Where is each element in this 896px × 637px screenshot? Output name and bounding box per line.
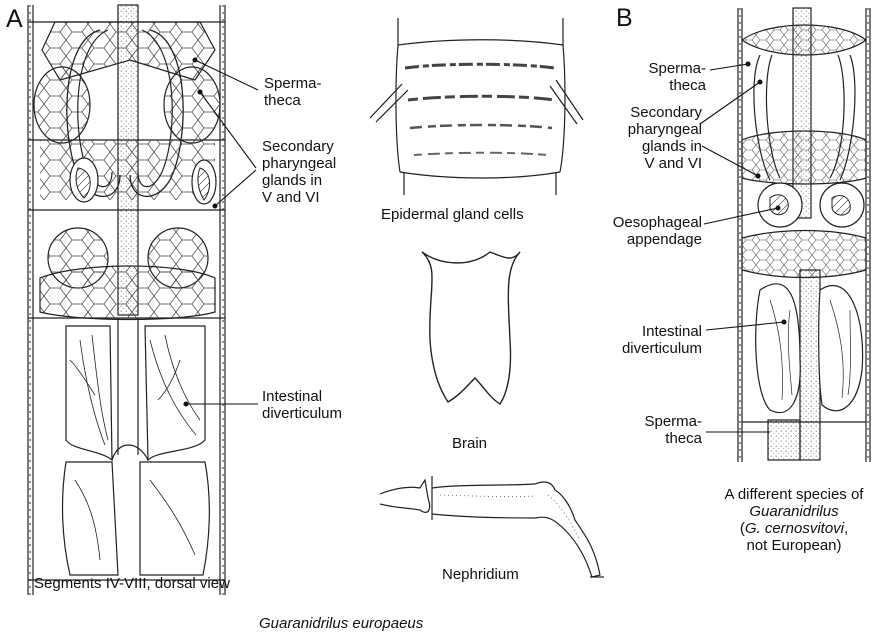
panel-b-spermatheca-top-label: Sperma- theca (634, 60, 706, 94)
label-line: pharyngeal (614, 121, 702, 138)
caption-line: not European) (706, 537, 882, 554)
caption-species: G. cernosvitovi (745, 520, 844, 537)
panel-b-spermatheca-bottom-label: Sperma- theca (630, 413, 702, 447)
panel-a-letter: A (6, 7, 23, 32)
label-line: pharyngeal (262, 155, 336, 172)
label-line: Secondary (614, 104, 702, 121)
label-line: Sperma- (634, 60, 706, 77)
label-line: glands in (262, 172, 336, 189)
label-line: Sperma- (630, 413, 702, 430)
caption-genus: Guaranidrilus (706, 503, 882, 520)
label-line: Oesophageal (596, 214, 702, 231)
caption-line: (G. cernosvitovi, (706, 520, 882, 537)
panel-a-spermatheca-label: Sperma- theca (264, 75, 322, 109)
panel-a-secondary-glands-label: Secondary pharyngeal glands in V and VI (262, 138, 336, 206)
panel-b-oesophageal-appendage-label: Oesophageal appendage (596, 214, 702, 248)
brain-caption: Brain (452, 435, 487, 452)
epidermal-gland-drawing (370, 18, 583, 195)
label-line: diverticulum (262, 405, 342, 422)
label-line: glands in (614, 138, 702, 155)
label-line: Sperma- (264, 75, 322, 92)
label-line: diverticulum (606, 340, 702, 357)
label-line: V and VI (614, 155, 702, 172)
label-line: Secondary (262, 138, 336, 155)
nephridium-caption: Nephridium (442, 566, 519, 583)
panel-b-worm-drawing (738, 8, 870, 462)
label-line: theca (264, 92, 322, 109)
panel-b-secondary-glands-label: Secondary pharyngeal glands in V and VI (614, 104, 702, 172)
label-line: V and VI (262, 189, 336, 206)
caption-comma: , (844, 520, 848, 537)
label-line: theca (630, 430, 702, 447)
brain-drawing (422, 252, 520, 404)
panel-b-intestinal-diverticulum-label: Intestinal diverticulum (606, 323, 702, 357)
panel-b-caption: A different species of Guaranidrilus (G.… (706, 486, 882, 554)
label-line: theca (634, 77, 706, 94)
panel-a-caption: Segments IV-VIII, dorsal view (34, 575, 230, 592)
epidermal-caption: Epidermal gland cells (381, 206, 524, 223)
species-title: Guaranidrilus europaeus (259, 615, 423, 632)
label-line: Intestinal (606, 323, 702, 340)
panel-a-worm-drawing (28, 5, 225, 595)
nephridium-drawing (380, 476, 604, 577)
caption-line: A different species of (706, 486, 882, 503)
label-line: appendage (596, 231, 702, 248)
label-line: Intestinal (262, 388, 342, 405)
panel-b-letter: B (616, 6, 633, 31)
panel-a-intestinal-diverticulum-label: Intestinal diverticulum (262, 388, 342, 422)
